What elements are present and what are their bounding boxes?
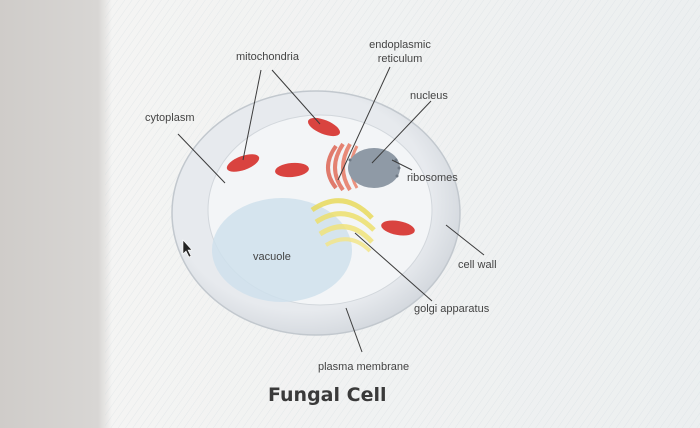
label-vacuole: vacuole bbox=[253, 251, 291, 263]
mitochondria-shapes bbox=[226, 117, 415, 236]
golgi-apparatus-shape bbox=[310, 198, 376, 253]
label-cell-wall: cell wall bbox=[458, 259, 497, 271]
label-golgi-apparatus: golgi apparatus bbox=[414, 303, 490, 315]
label-ribosomes: ribosomes bbox=[407, 172, 458, 184]
leader-lines bbox=[177, 66, 485, 353]
label-mitochondria: mitochondria bbox=[236, 51, 300, 63]
mouse-cursor-icon bbox=[182, 239, 193, 258]
diagram-title: Fungal Cell bbox=[268, 384, 387, 406]
ribosomes-shape bbox=[348, 158, 401, 178]
nucleus-shape bbox=[348, 148, 400, 188]
label-nucleus: nucleus bbox=[410, 90, 448, 102]
label-endoplasmic-reticulum-line2: reticulum bbox=[378, 53, 423, 65]
vacuole-shape bbox=[212, 198, 352, 302]
label-endoplasmic-reticulum-line1: endoplasmic bbox=[369, 39, 431, 51]
label-plasma-membrane: plasma membrane bbox=[318, 361, 409, 373]
label-cytoplasm: cytoplasm bbox=[145, 112, 195, 124]
